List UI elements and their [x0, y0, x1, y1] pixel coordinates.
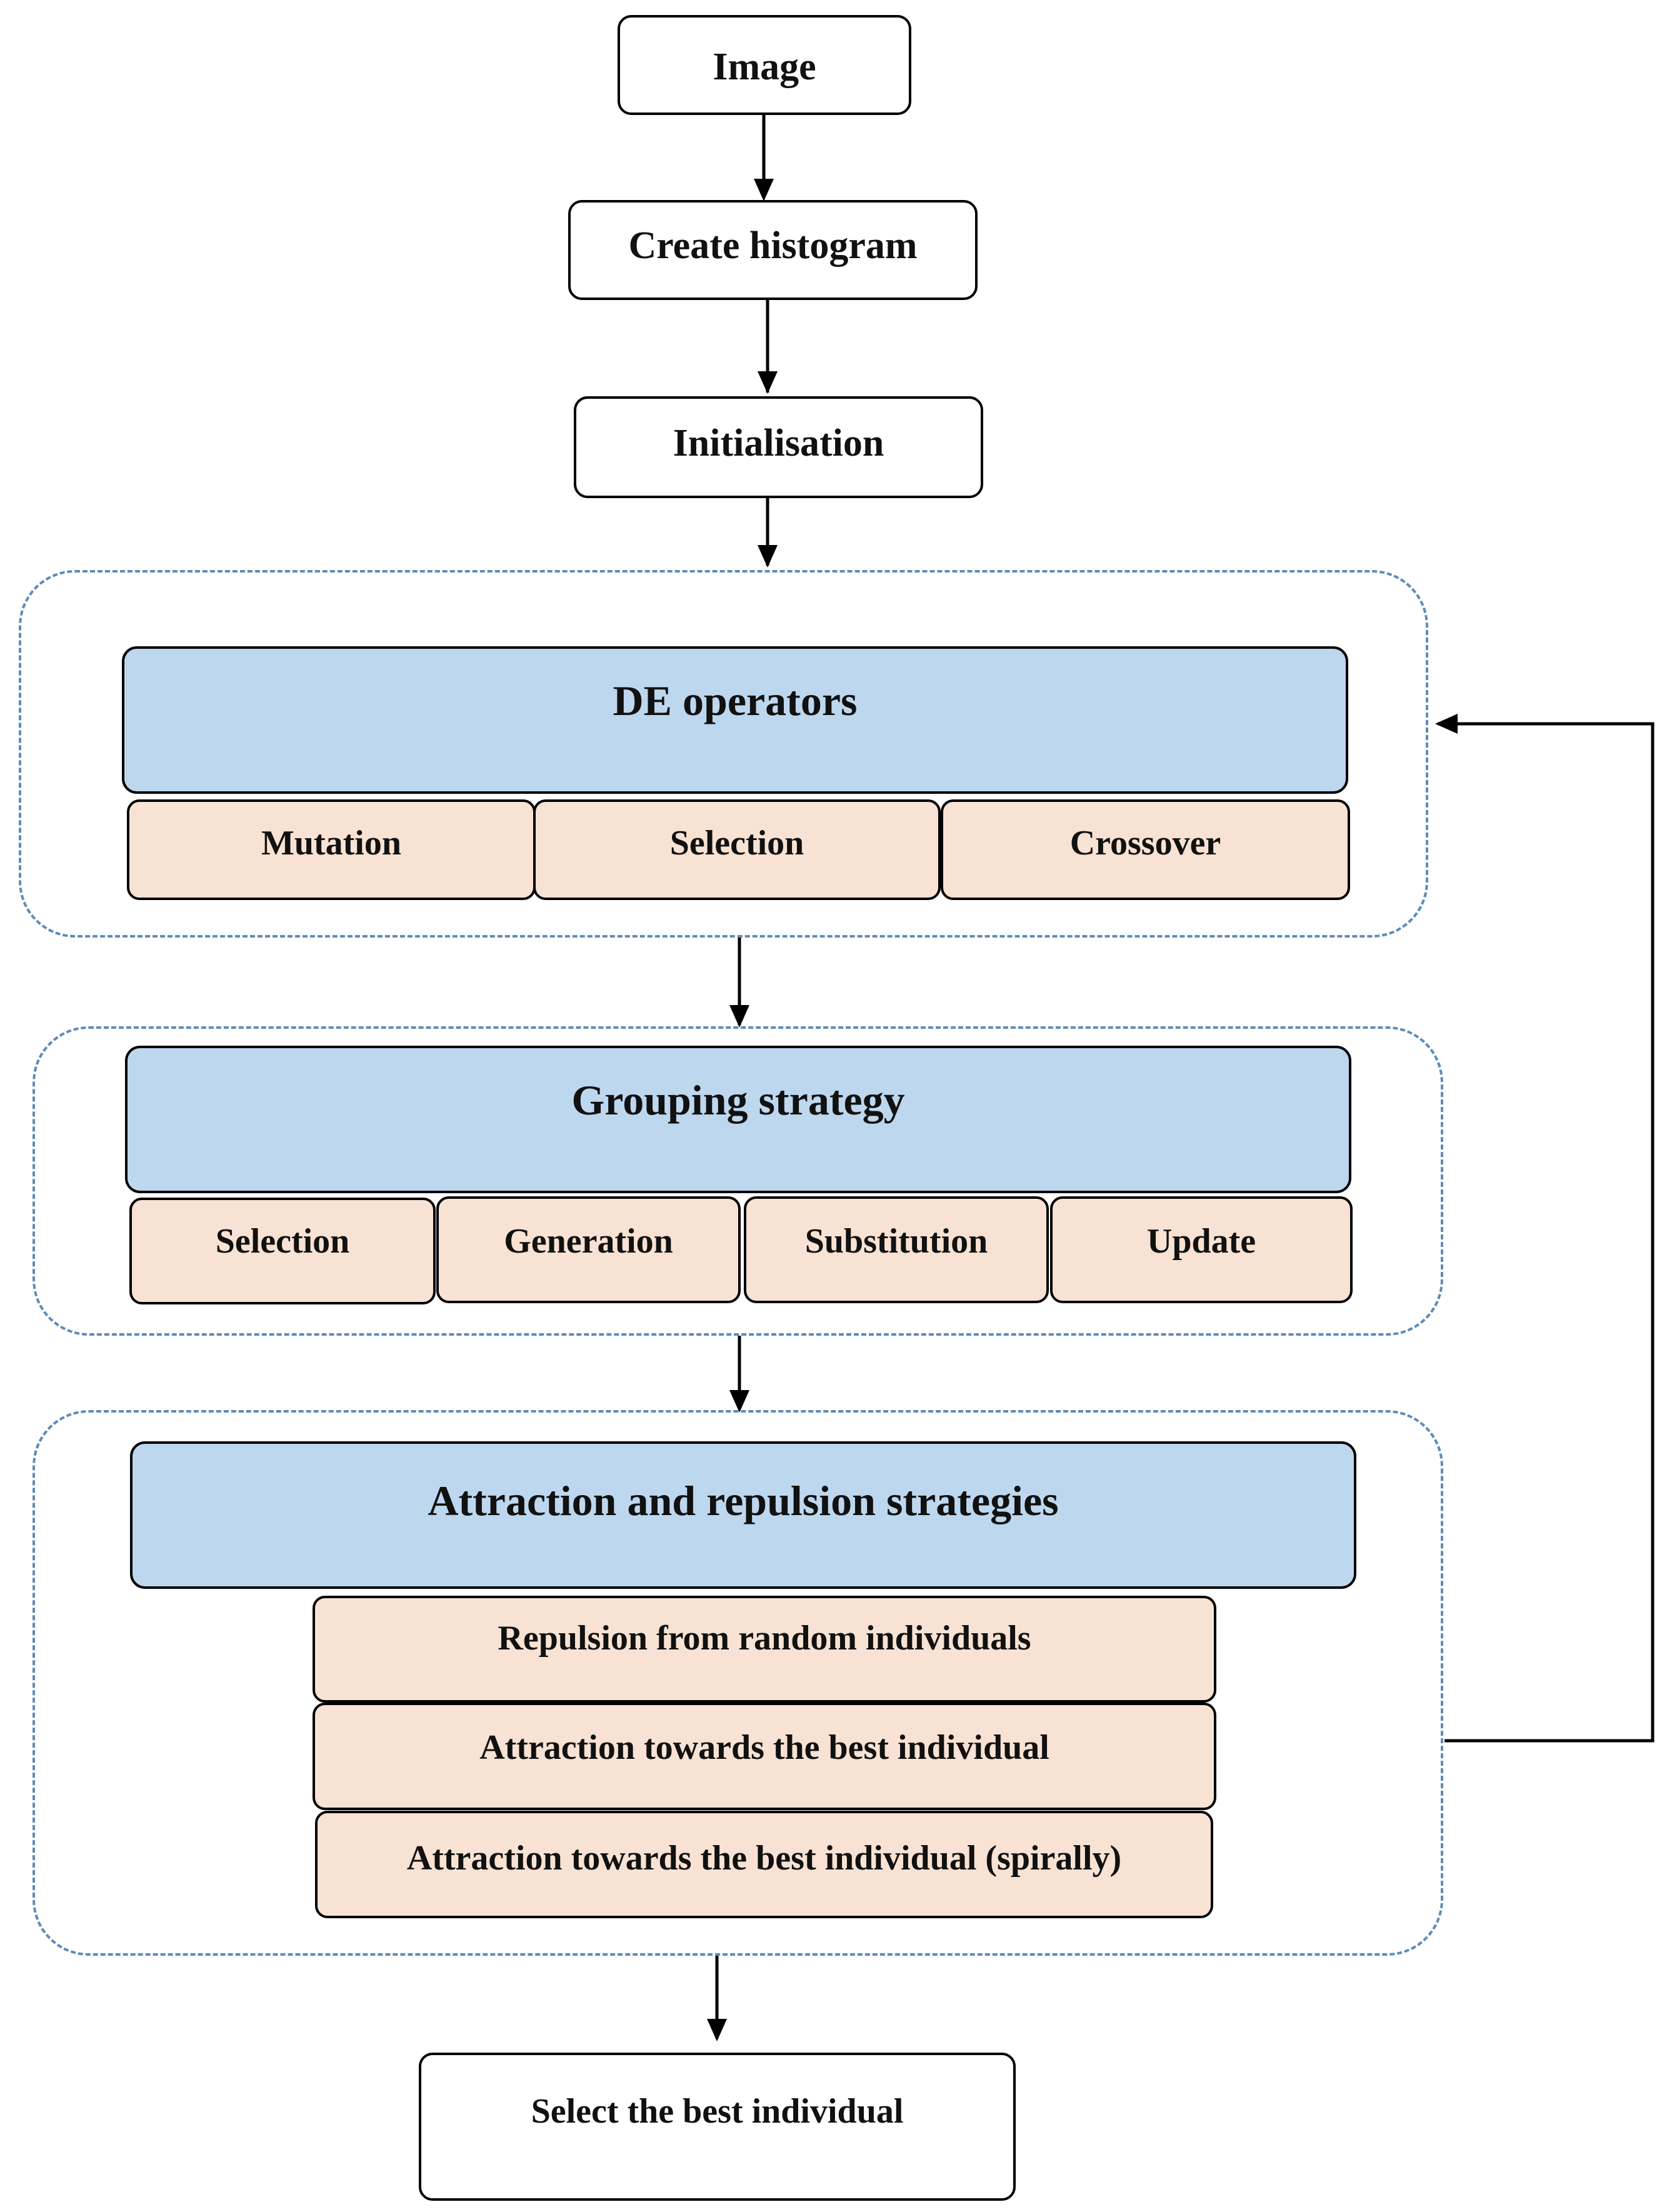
item-mutation-label: Mutation	[261, 824, 401, 863]
item-crossover-label: Crossover	[1069, 824, 1221, 863]
item-repulsion-random-label: Repulsion from random individuals	[498, 1619, 1031, 1658]
item-gs-substitution: Substitution	[744, 1196, 1049, 1303]
arrowhead-2	[758, 371, 778, 394]
item-gs-selection: Selection	[129, 1198, 436, 1304]
item-mutation: Mutation	[127, 799, 536, 900]
item-gs-update-label: Update	[1146, 1222, 1256, 1261]
header-de-operators: DE operators	[122, 646, 1348, 794]
item-gs-selection-label: Selection	[215, 1222, 350, 1261]
item-gs-update: Update	[1050, 1196, 1353, 1303]
header-attraction-repulsion: Attraction and repulsion strategies	[130, 1441, 1356, 1589]
item-gs-generation: Generation	[436, 1196, 741, 1303]
arrowhead-1	[754, 179, 774, 201]
node-initialisation-label: Initialisation	[673, 422, 884, 464]
node-image: Image	[618, 15, 911, 115]
item-gs-substitution-label: Substitution	[804, 1222, 988, 1261]
item-crossover: Crossover	[941, 799, 1350, 900]
arrowhead-6	[707, 2019, 727, 2041]
item-attraction-best-spiral-label: Attraction towards the best individual (…	[406, 1839, 1122, 1878]
arrowhead-5	[729, 1390, 749, 1413]
header-grouping-strategy: Grouping strategy	[125, 1046, 1351, 1193]
node-image-label: Image	[713, 46, 816, 88]
header-grouping-strategy-label: Grouping strategy	[571, 1076, 905, 1124]
item-attraction-best: Attraction towards the best individual	[313, 1703, 1216, 1810]
group-attraction-repulsion	[33, 1410, 1443, 1956]
node-select-best-label: Select the best individual	[531, 2092, 904, 2131]
item-gs-generation-label: Generation	[504, 1222, 673, 1261]
node-initialisation: Initialisation	[574, 396, 983, 498]
item-de-selection: Selection	[533, 799, 941, 900]
item-attraction-best-label: Attraction towards the best individual	[479, 1728, 1049, 1767]
arrowhead-4	[729, 1005, 749, 1028]
item-attraction-best-spiral: Attraction towards the best individual (…	[315, 1811, 1213, 1918]
feedback-loop-line	[1438, 722, 1654, 1743]
item-de-selection-label: Selection	[669, 824, 804, 863]
node-create-histogram: Create histogram	[568, 200, 978, 300]
arrowhead-3	[758, 545, 778, 568]
header-attraction-repulsion-label: Attraction and repulsion strategies	[428, 1477, 1059, 1524]
group-grouping-strategy	[33, 1026, 1443, 1336]
group-de-operators	[19, 570, 1428, 938]
node-create-histogram-label: Create histogram	[628, 224, 918, 267]
item-repulsion-random: Repulsion from random individuals	[313, 1596, 1216, 1703]
node-select-best: Select the best individual	[419, 2053, 1016, 2201]
arrowhead-feedback	[1435, 714, 1458, 734]
header-de-operators-label: DE operators	[613, 677, 858, 724]
